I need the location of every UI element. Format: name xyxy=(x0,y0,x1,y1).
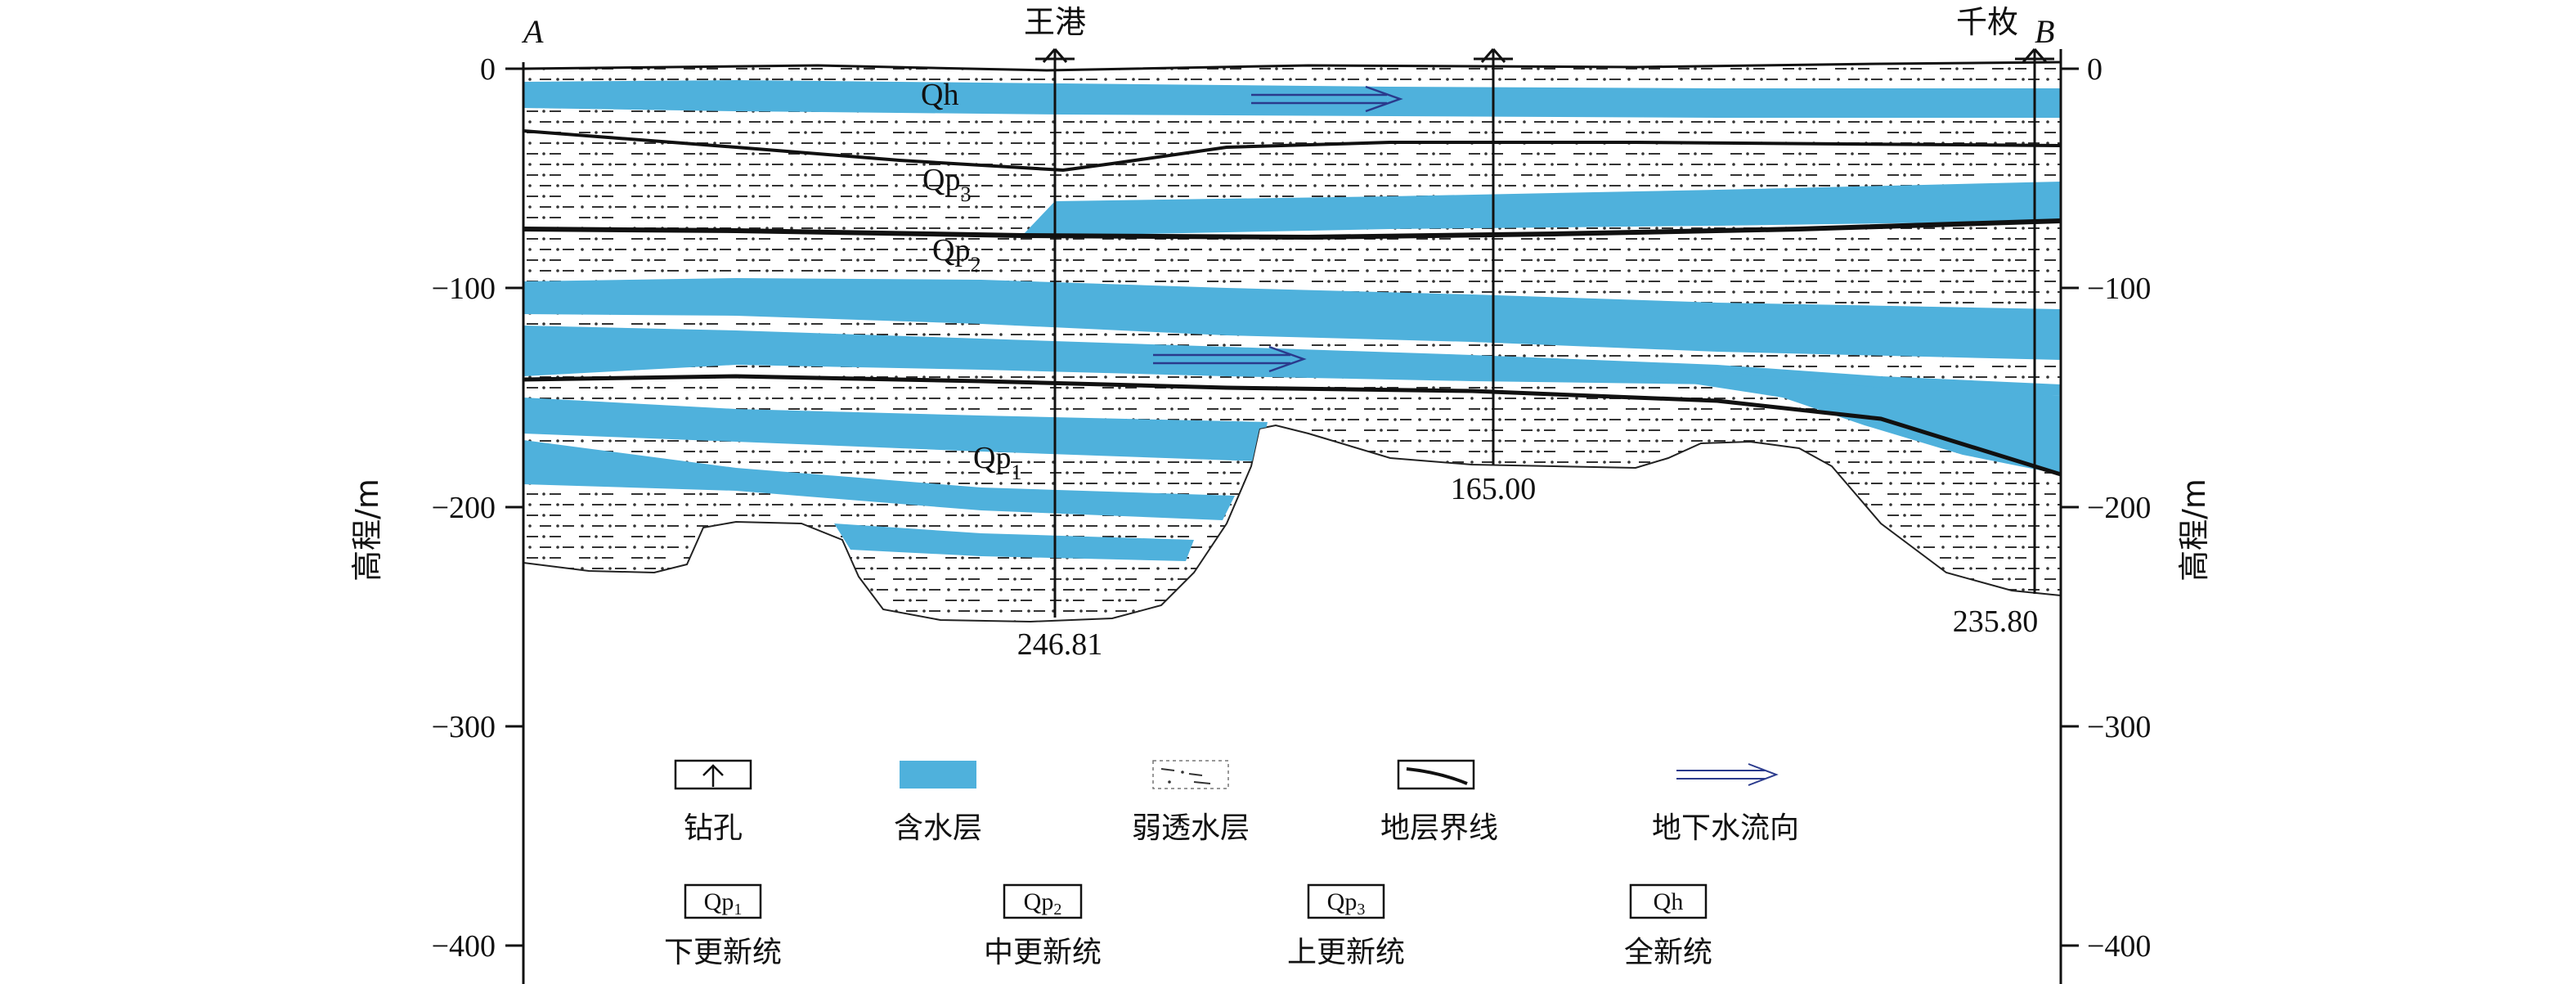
svg-text:Qh: Qh xyxy=(1654,888,1684,915)
legend-label-qh: 全新统 xyxy=(1624,936,1712,969)
legend-label-qp3: 上更新统 xyxy=(1287,936,1405,969)
aquifer-qp3 xyxy=(1022,182,2061,236)
aquifer-qp1-c xyxy=(834,523,1194,561)
borehole-depth-wanggang: 246.81 xyxy=(1017,627,1103,662)
legend-flow: 地下水流向 xyxy=(1652,763,1799,845)
legend-label-flow: 地下水流向 xyxy=(1652,811,1799,845)
flow-arrow-lower xyxy=(1153,345,1307,373)
legend-aquifer: 含水层 xyxy=(894,761,982,845)
legend-aquitard: 弱透水层 xyxy=(1132,760,1250,845)
y-ticks: 0 0 −100 −100 −200 −200 −300 −300 −400 −400 xyxy=(432,52,2152,964)
y-tick-label-left: 0 xyxy=(480,52,496,87)
stratum-label-qh: Qh xyxy=(921,78,958,112)
svg-text:Qp1: Qp1 xyxy=(704,888,743,919)
stratum-label-qp3: Qp3 xyxy=(922,163,971,206)
svg-text:Qp2: Qp2 xyxy=(1024,888,1062,919)
aquifer-qp1-a xyxy=(523,398,1268,461)
svg-text:Qp3: Qp3 xyxy=(1327,888,1366,919)
borehole-name-qianmei: 千枚 xyxy=(1956,4,2018,40)
aquifer-qp2-upper xyxy=(523,278,2061,360)
y-axis-label-left: 高程/m xyxy=(349,479,385,582)
legend-qp1: Qp1 下更新统 xyxy=(664,883,782,969)
legend-boundary: 地层界线 xyxy=(1380,759,1498,845)
legend-label-boundary: 地层界线 xyxy=(1380,811,1498,845)
legend-row-strata: Qp1 下更新统 Qp2 中更新统 Qp3 上更新统 Qh 全新统 xyxy=(664,883,1712,969)
boundary-qh-qp3 xyxy=(523,129,2062,173)
flow-arrow-upper xyxy=(1251,85,1403,113)
aquifer-qh xyxy=(523,80,2061,118)
borehole-name-wanggang: 王港 xyxy=(1024,4,1086,40)
legend-label-aquifer: 含水层 xyxy=(894,811,982,845)
section-end-a: A xyxy=(521,13,544,50)
stratum-label-qp1: Qp1 xyxy=(973,441,1021,484)
y-tick-label-right: −100 xyxy=(2087,272,2151,306)
aquifer-layers xyxy=(523,80,2061,561)
boundary-qp2-qp1 xyxy=(523,374,2062,477)
y-tick-label-left: −300 xyxy=(432,710,496,744)
legend-qp2: Qp2 中更新统 xyxy=(984,883,1102,969)
legend-label-qp1: 下更新统 xyxy=(664,936,782,969)
stratum-label-qp2: Qp2 xyxy=(932,233,981,276)
aquifer-qp1-b xyxy=(523,440,1235,520)
section-end-b: B xyxy=(2035,13,2054,50)
aquifer-qp2-wedge xyxy=(1554,358,2061,474)
y-axis-label-right: 高程/m xyxy=(2176,479,2212,582)
y-tick-label-left: −400 xyxy=(432,929,496,964)
legend-qp3: Qp3 上更新统 xyxy=(1287,883,1405,969)
boundary-top xyxy=(523,61,2062,72)
y-tick-label-left: −200 xyxy=(432,491,496,525)
y-tick-label-right: −300 xyxy=(2087,710,2151,744)
strata-boundaries xyxy=(523,61,2062,477)
borehole-depth-qianmei: 235.80 xyxy=(1953,604,2039,639)
legend-borehole: 钻孔 xyxy=(674,759,752,845)
y-tick-label-right: 0 xyxy=(2087,52,2103,87)
legend-row-symbols: 钻孔 含水层 弱透水层 地层界线 地下水流向 xyxy=(674,759,1799,845)
borehole-qianmei: 千枚 235.80 xyxy=(1953,4,2054,639)
legend-label-borehole: 钻孔 xyxy=(684,811,743,845)
borehole-depth-middle: 165.00 xyxy=(1451,472,1537,506)
y-tick-label-left: −100 xyxy=(432,272,496,306)
legend-label-qp2: 中更新统 xyxy=(984,936,1102,969)
borehole-wanggang: 王港 246.81 xyxy=(1017,4,1103,662)
y-tick-label-right: −400 xyxy=(2087,929,2151,964)
borehole-middle: 165.00 xyxy=(1451,48,1537,506)
boundary-qp3-qp2 xyxy=(523,218,2062,240)
y-tick-label-right: −200 xyxy=(2087,491,2151,525)
legend-qh: Qh 全新统 xyxy=(1624,883,1712,969)
legend-label-aquitard: 弱透水层 xyxy=(1132,811,1250,845)
